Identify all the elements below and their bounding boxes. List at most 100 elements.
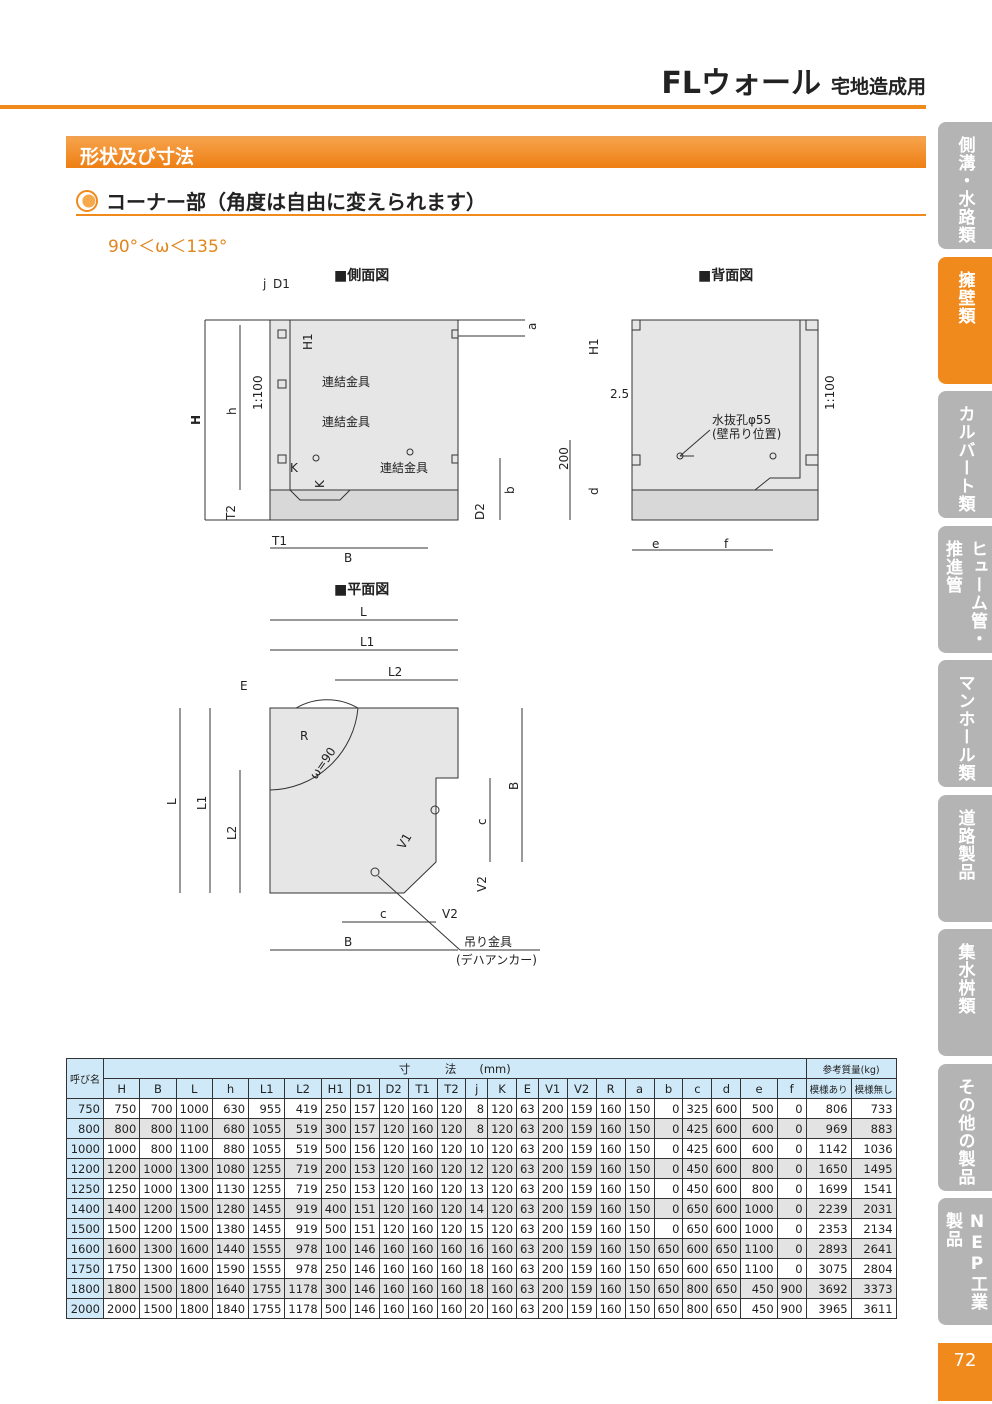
table-cell: 3075 bbox=[805, 1258, 852, 1279]
side-tab[interactable]: ヒューム管・推進管 bbox=[938, 525, 992, 653]
table-cell: 450 bbox=[682, 1158, 713, 1179]
side-tab[interactable]: NEP工業製品 bbox=[938, 1198, 992, 1325]
table-cell: 1000 bbox=[740, 1218, 778, 1239]
table-cell: 800 bbox=[682, 1278, 713, 1299]
table-cell: 160 bbox=[378, 1258, 409, 1279]
side-view-body bbox=[269, 319, 459, 521]
label-v2b: V2 bbox=[442, 907, 458, 921]
table-cell: 16 bbox=[465, 1238, 489, 1259]
table-cell: 700 bbox=[139, 1098, 177, 1119]
table-cell: 419 bbox=[284, 1098, 322, 1119]
page-title: FLウォール 宅地造成用 bbox=[661, 58, 926, 102]
table-cell: 0 bbox=[776, 1178, 807, 1199]
table-cell: 160 bbox=[595, 1178, 626, 1199]
table-cell: 1600 bbox=[175, 1258, 213, 1279]
label-h: h bbox=[225, 407, 239, 415]
table-cell: 160 bbox=[436, 1298, 467, 1319]
table-cell: 63 bbox=[516, 1278, 539, 1299]
table-cell: 1800 bbox=[175, 1298, 213, 1319]
table-cell: 800 bbox=[740, 1178, 778, 1199]
column-header: H1 bbox=[320, 1078, 351, 1099]
table-cell: 160 bbox=[407, 1218, 438, 1239]
side-tab[interactable]: 道路製品 bbox=[938, 794, 992, 922]
table-cell: 159 bbox=[566, 1198, 597, 1219]
column-header: D2 bbox=[378, 1078, 409, 1099]
table-cell: 160 bbox=[595, 1238, 626, 1259]
column-header: L2 bbox=[284, 1078, 322, 1099]
table-cell: 1080 bbox=[211, 1158, 250, 1179]
table-cell: 160 bbox=[595, 1098, 626, 1119]
table-cell: 500 bbox=[320, 1218, 351, 1239]
table-cell: 2893 bbox=[805, 1238, 852, 1259]
table-cell: 0 bbox=[653, 1138, 684, 1159]
side-tab[interactable]: マンホール類 bbox=[938, 660, 992, 787]
table-cell: 160 bbox=[487, 1258, 518, 1279]
back-view-title: ■背面図 bbox=[698, 267, 753, 284]
table-cell: 1000 bbox=[740, 1198, 778, 1219]
table-cell: 159 bbox=[566, 1138, 597, 1159]
side-tab[interactable]: 集水桝類 bbox=[938, 929, 992, 1056]
label-connector-3: 連結金具 bbox=[380, 460, 428, 475]
table-cell: 159 bbox=[566, 1158, 597, 1179]
table-cell: 1250 bbox=[102, 1178, 141, 1199]
table-cell: 160 bbox=[407, 1138, 438, 1159]
side-tab[interactable]: 側溝・水路類 bbox=[938, 122, 992, 249]
column-header: T1 bbox=[407, 1078, 438, 1099]
side-tab[interactable]: カルバート類 bbox=[938, 391, 992, 518]
table-cell: 1800 bbox=[102, 1278, 141, 1299]
table-cell: 900 bbox=[776, 1278, 807, 1299]
column-header: a bbox=[624, 1078, 655, 1099]
table-cell: 120 bbox=[378, 1118, 409, 1139]
table-cell: 1130 bbox=[211, 1178, 250, 1199]
table-cell: 600 bbox=[711, 1198, 742, 1219]
table-cell: 600 bbox=[711, 1138, 742, 1159]
table-cell: 1440 bbox=[211, 1238, 250, 1259]
table-cell: 519 bbox=[284, 1118, 322, 1139]
column-header: E bbox=[516, 1078, 539, 1099]
dimension-header: 寸 法 (mm) bbox=[103, 1058, 807, 1079]
table-cell: 0 bbox=[776, 1098, 807, 1119]
table-cell: 250 bbox=[320, 1258, 351, 1279]
table-cell: 919 bbox=[284, 1218, 322, 1239]
table-cell: 63 bbox=[516, 1258, 539, 1279]
table-cell: 200 bbox=[537, 1298, 568, 1319]
table-cell: 0 bbox=[776, 1198, 807, 1219]
table-cell: 600 bbox=[740, 1138, 778, 1159]
table-cell: 1755 bbox=[248, 1298, 286, 1319]
angle-range: 90°＜ω＜135° bbox=[108, 237, 228, 257]
table-cell: 159 bbox=[566, 1218, 597, 1239]
table-cell: 160 bbox=[595, 1278, 626, 1299]
table-cell: 160 bbox=[407, 1098, 438, 1119]
table-cell: 650 bbox=[711, 1278, 742, 1299]
label-drain-hole: 水抜孔φ55 bbox=[712, 413, 771, 427]
table-cell: 650 bbox=[653, 1258, 684, 1279]
table-cell: 10 bbox=[465, 1138, 489, 1159]
table-cell: 600 bbox=[740, 1118, 778, 1139]
table-cell: 1100 bbox=[740, 1258, 778, 1279]
label-2-5: 2.5 bbox=[610, 387, 629, 401]
table-cell: 500 bbox=[320, 1298, 351, 1319]
table-cell: 153 bbox=[349, 1178, 380, 1199]
table-cell: 159 bbox=[566, 1278, 597, 1299]
name-header: 呼び名 bbox=[66, 1058, 104, 1099]
table-cell: 2000 bbox=[102, 1298, 141, 1319]
side-tab[interactable]: その他の製品 bbox=[938, 1063, 992, 1191]
table-cell: 1455 bbox=[248, 1218, 286, 1239]
side-tab[interactable]: 擁壁類 bbox=[938, 256, 992, 384]
table-cell: 160 bbox=[595, 1298, 626, 1319]
label-f: f bbox=[724, 537, 729, 551]
table-cell: 2641 bbox=[850, 1238, 897, 1259]
table-cell: 20 bbox=[465, 1298, 489, 1319]
table-cell: 151 bbox=[349, 1218, 380, 1239]
table-cell: 2804 bbox=[850, 1258, 897, 1279]
bullet-icon bbox=[76, 190, 98, 212]
row-name-cell: 1200 bbox=[66, 1158, 104, 1179]
table-cell: 800 bbox=[740, 1158, 778, 1179]
table-cell: 120 bbox=[436, 1118, 467, 1139]
column-header: b bbox=[653, 1078, 684, 1099]
back-view-body bbox=[631, 319, 819, 521]
table-cell: 200 bbox=[537, 1258, 568, 1279]
